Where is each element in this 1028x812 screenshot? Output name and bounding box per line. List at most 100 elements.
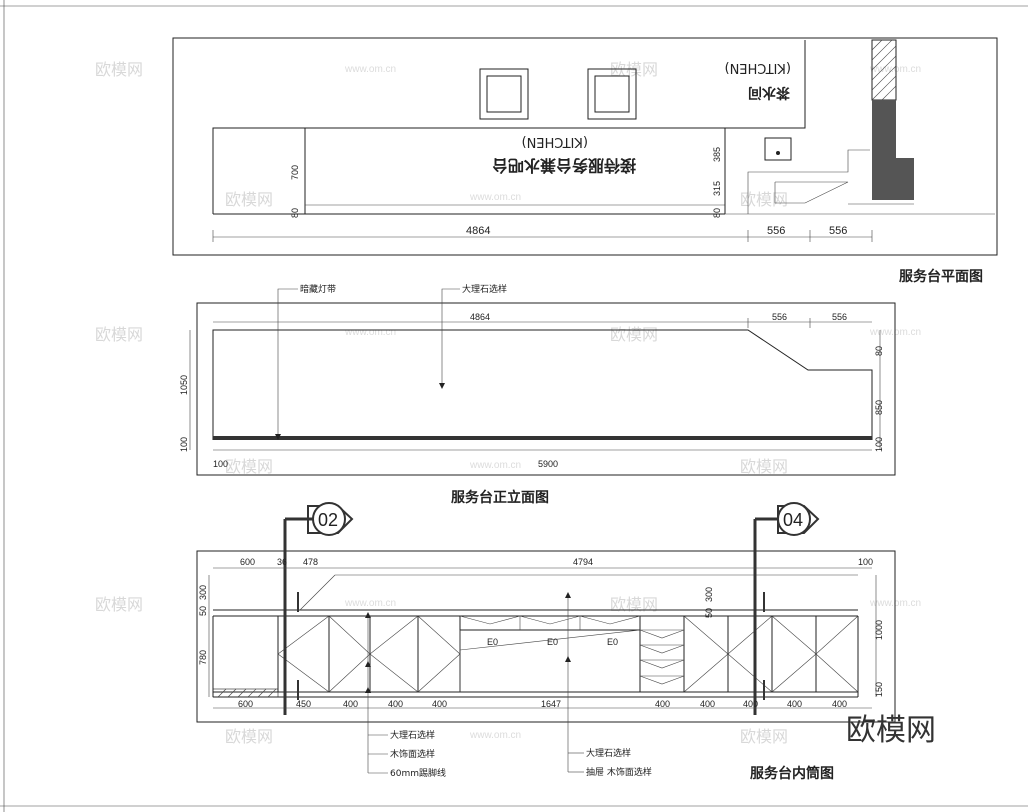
svg-text:400: 400 [832, 699, 847, 709]
svg-text:400: 400 [743, 699, 758, 709]
section-markers [283, 519, 765, 715]
note-drawer: 抽屉 木饰面选样 [586, 766, 652, 778]
svg-text:www.om.cn: www.om.cn [469, 460, 521, 471]
plan-title: 服务台平面图 [899, 268, 983, 285]
elevation-frame [196, 302, 896, 476]
counter-label: 接待服务台兼水吧台 [492, 156, 636, 175]
svg-text:www.om.cn: www.om.cn [469, 192, 521, 203]
note-skirting: 60mm踢脚线 [390, 767, 446, 779]
svg-text:www.om.cn: www.om.cn [344, 598, 396, 609]
note-marble-right: 大理石选样 [586, 747, 631, 759]
inner-elevation: E0 E0 E0 [196, 502, 896, 782]
svg-text:欧模网: 欧模网 [225, 457, 273, 476]
svg-text:E0: E0 [547, 637, 558, 647]
svg-text:80: 80 [874, 346, 884, 356]
svg-text:欧模网: 欧模网 [740, 457, 788, 476]
counter-outline [212, 40, 806, 214]
svg-text:欧模网: 欧模网 [95, 325, 143, 344]
svg-text:385: 385 [712, 147, 722, 162]
svg-text:36: 36 [277, 557, 287, 567]
svg-text:556: 556 [767, 225, 785, 237]
callout-04: 04 [755, 502, 820, 536]
svg-text:100: 100 [874, 437, 884, 452]
front-elevation: 4864 556 556 1050 100 80 850 100 100 590… [179, 283, 896, 506]
svg-text:100: 100 [213, 459, 228, 469]
svg-text:400: 400 [787, 699, 802, 709]
svg-text:556: 556 [829, 225, 847, 237]
svg-text:欧模网: 欧模网 [740, 727, 788, 746]
svg-text:欧模网: 欧模网 [95, 60, 143, 79]
svg-text:欧模网: 欧模网 [225, 190, 273, 209]
svg-text:600: 600 [240, 557, 255, 567]
svg-text:1050: 1050 [179, 375, 189, 395]
svg-text:5900: 5900 [538, 459, 558, 469]
svg-text:欧模网: 欧模网 [225, 727, 273, 746]
svg-text:04: 04 [783, 510, 803, 530]
brand-logo: 欧模网 [846, 713, 936, 748]
svg-text:556: 556 [772, 312, 787, 322]
svg-text:478: 478 [303, 557, 318, 567]
svg-text:400: 400 [388, 699, 403, 709]
svg-text:欧模网: 欧模网 [610, 325, 658, 344]
svg-text:www.om.cn: www.om.cn [344, 327, 396, 338]
plan-view: 茶水间 (KITCHEN) 接待服务台兼水吧台 (KITCHEN) 700 80… [172, 37, 998, 285]
hidden-light-strip [213, 436, 872, 440]
svg-text:欧模网: 欧模网 [740, 190, 788, 209]
svg-text:欧模网: 欧模网 [610, 595, 658, 614]
svg-text:150: 150 [874, 682, 884, 697]
svg-text:100: 100 [858, 557, 873, 567]
inner-frame [196, 550, 896, 723]
window-left [479, 68, 529, 120]
svg-text:450: 450 [296, 699, 311, 709]
svg-text:315: 315 [712, 181, 722, 196]
drawer-section: E0 E0 E0 [459, 615, 641, 692]
svg-text:700: 700 [290, 165, 300, 180]
cabinet-doors-left [277, 615, 461, 693]
svg-text:780: 780 [198, 650, 208, 665]
kitchen-label: 茶水间 [748, 84, 791, 101]
window-right [587, 68, 637, 120]
drawer-stack [639, 616, 685, 692]
svg-text:E0: E0 [607, 637, 618, 647]
svg-text:4794: 4794 [573, 557, 593, 567]
svg-text:1647: 1647 [541, 699, 561, 709]
front-title: 服务台正立面图 [451, 489, 549, 506]
svg-text:www.om.cn: www.om.cn [344, 64, 396, 75]
svg-text:E0: E0 [487, 637, 498, 647]
svg-text:50: 50 [704, 608, 714, 618]
svg-text:02: 02 [318, 510, 338, 530]
svg-text:300: 300 [198, 585, 208, 600]
counter-en-label: (KITCHEN) [522, 134, 588, 149]
svg-text:850: 850 [874, 400, 884, 415]
cabinet-doors-right [683, 615, 859, 693]
svg-text:80: 80 [290, 208, 300, 218]
inner-title: 服务台内筒图 [750, 765, 834, 782]
sink-icon [764, 137, 792, 161]
label-light-strip: 暗藏灯带 [300, 283, 336, 295]
wall-solid [872, 100, 896, 158]
elevation-outline [212, 329, 873, 440]
svg-text:300: 300 [704, 587, 714, 602]
svg-text:100: 100 [179, 437, 189, 452]
svg-text:556: 556 [832, 312, 847, 322]
svg-text:80: 80 [712, 208, 722, 218]
svg-text:400: 400 [432, 699, 447, 709]
svg-text:4864: 4864 [470, 312, 490, 322]
svg-text:www.om.cn: www.om.cn [869, 64, 921, 75]
svg-text:400: 400 [343, 699, 358, 709]
kitchen-en-label: (KITCHEN) [725, 60, 791, 75]
svg-text:欧模网: 欧模网 [95, 595, 143, 614]
svg-text:50: 50 [198, 606, 208, 616]
label-marble: 大理石选样 [462, 283, 507, 295]
svg-text:400: 400 [700, 699, 715, 709]
note-marble-left: 大理石选样 [390, 729, 435, 741]
svg-text:600: 600 [238, 699, 253, 709]
svg-text:www.om.cn: www.om.cn [469, 730, 521, 741]
callout-02: 02 [285, 502, 354, 536]
svg-text:1000: 1000 [874, 620, 884, 640]
plan-frame [172, 37, 998, 256]
svg-text:400: 400 [655, 699, 670, 709]
note-wood-veneer: 木饰面选样 [390, 748, 435, 760]
